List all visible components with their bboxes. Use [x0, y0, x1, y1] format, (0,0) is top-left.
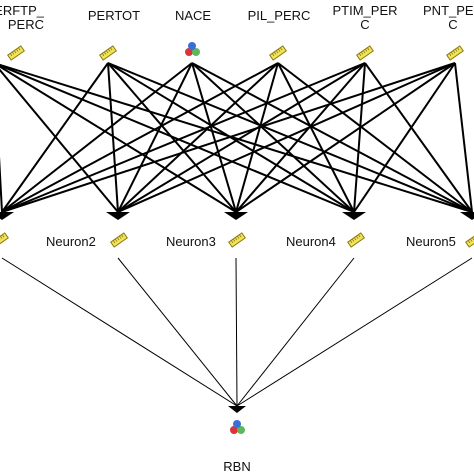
- hidden-label-neuron4: Neuron4: [286, 234, 336, 249]
- edge-in3-h0: [1, 62, 279, 213]
- output-label-rbn: RBN: [223, 459, 251, 474]
- input-label-pil-perc: PIL_PERC: [247, 8, 311, 23]
- hidden-0-ruler-icon: [0, 232, 9, 248]
- edge-in2-h4: [191, 62, 473, 213]
- edge-h3-out: [236, 257, 355, 407]
- edge-in3-h2: [235, 62, 279, 213]
- input-label-ptim-perc: PTIM_PER C: [332, 3, 398, 32]
- edge-in5-h3: [353, 62, 456, 213]
- edge-in0-h2: [0, 65, 237, 213]
- edge-in2-h0: [1, 62, 193, 213]
- arrowhead-hidden-0: [0, 212, 14, 220]
- edge-in4-h4: [364, 62, 473, 213]
- edge-in2-h2: [191, 62, 237, 213]
- edge-in4-h3: [353, 62, 366, 213]
- hidden-4-ruler-icon: [465, 232, 474, 248]
- edge-in2-h3: [191, 62, 355, 213]
- input-hidden-connections: [0, 62, 473, 213]
- hidden-label-neuron5: Neuron5: [406, 234, 456, 249]
- edge-in1-h4: [107, 62, 473, 213]
- input-label-pertot: PERTOT: [87, 8, 141, 23]
- edge-in4-h1: [117, 62, 366, 213]
- input-5-ruler-icon: [446, 45, 464, 61]
- input-1-ruler-icon: [99, 45, 117, 61]
- arrowhead-output: [228, 406, 246, 413]
- arrowhead-hidden-3: [342, 212, 366, 220]
- hidden-label-neuron2: Neuron2: [46, 234, 96, 249]
- hidden-output-connections: [1, 257, 473, 407]
- input-3-ruler-icon: [269, 45, 287, 61]
- arrowheads: [0, 212, 474, 413]
- edge-in5-h2: [235, 62, 456, 213]
- edge-h1-out: [117, 257, 238, 407]
- edge-in0-h4: [0, 63, 473, 213]
- edge-in5-h1: [117, 62, 456, 213]
- input-4-ruler-icon: [356, 45, 374, 61]
- output-balls-icon: [230, 420, 245, 434]
- arrowhead-hidden-1: [106, 212, 130, 220]
- input-label-nace: NACE: [174, 8, 212, 23]
- edge-in1-h2: [107, 62, 237, 213]
- edge-in4-h2: [235, 62, 366, 213]
- edge-in5-h4: [454, 62, 473, 213]
- hidden-1-ruler-icon: [110, 232, 128, 248]
- edge-in1-h0: [1, 62, 109, 213]
- arrowhead-hidden-2: [224, 212, 248, 220]
- arrowhead-hidden-4: [460, 212, 474, 220]
- edge-h0-out: [1, 257, 238, 407]
- edge-in3-h1: [117, 62, 279, 213]
- edge-h4-out: [236, 257, 473, 407]
- input-label-pnt-perc: PNT_PER C: [423, 3, 474, 32]
- input-0-ruler-icon: [7, 45, 25, 61]
- node-icons: [0, 42, 474, 434]
- edge-h2-out: [235, 257, 238, 407]
- edge-in5-h0: [1, 62, 456, 213]
- hidden-2-ruler-icon: [228, 232, 246, 248]
- edge-in0-h0: [0, 156, 3, 213]
- hidden-3-ruler-icon: [347, 232, 365, 248]
- edge-in3-h3: [277, 62, 355, 213]
- input-2-balls-icon: [185, 42, 200, 56]
- edge-in2-h1: [117, 62, 193, 213]
- edge-in3-h4: [277, 62, 473, 213]
- edge-in4-h0: [1, 62, 366, 213]
- edge-in1-h1: [107, 62, 119, 213]
- edge-in0-h3: [0, 64, 355, 213]
- input-label-erftp-perc: ERFTP_ PERC: [0, 3, 44, 32]
- hidden-label-neuron3: Neuron3: [166, 234, 216, 249]
